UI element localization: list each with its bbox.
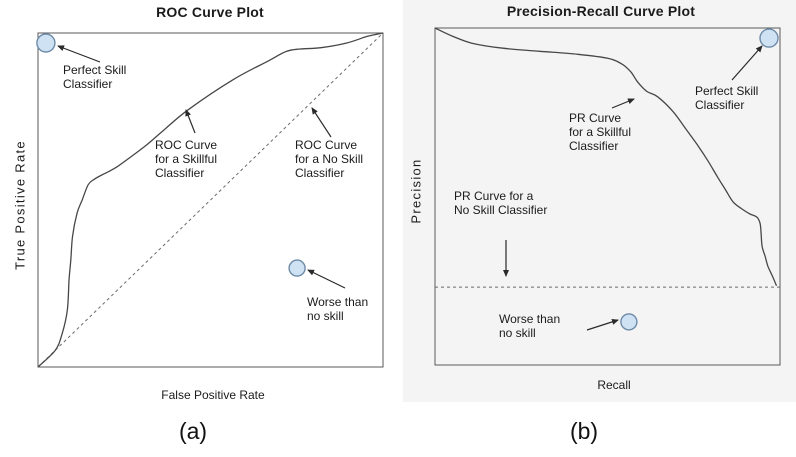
skillful-curve-label-b: PR Curve for a Skillful Classifier [569, 111, 632, 153]
perfect-skill-arrow-b [731, 45, 763, 81]
plot-b-frame [434, 27, 781, 366]
perfect-skill-label-b: Perfect Skill Classifier [695, 84, 759, 112]
plot-a-frame [37, 32, 384, 368]
panel-b-background [403, 0, 796, 402]
roc-no-skill-line [37, 32, 384, 368]
perfect-skill-marker-a [36, 33, 56, 53]
worse-marker-b [620, 313, 638, 331]
no-skill-curve-label-a: ROC Curve for a No Skill Classifier [295, 138, 364, 180]
worse-arrow-b [586, 318, 619, 331]
plot-a-ylabel: True Positive Rate [12, 140, 28, 270]
perfect-skill-marker-b [759, 28, 779, 48]
worse-label-b: Worse than no skill [499, 312, 561, 340]
skillful-curve-arrow-a [185, 109, 196, 134]
no-skill-curve-label-b: PR Curve for a No Skill Classifier [454, 189, 548, 217]
skillful-curve-arrow-b [611, 98, 635, 109]
pr-skillful-curve [434, 27, 778, 287]
plot-b-title: Precision-Recall Curve Plot [506, 3, 696, 19]
worse-label-a: Worse than no skill [307, 295, 369, 323]
perfect-skill-arrow-a [57, 45, 101, 63]
plot-a-xlabel: False Positive Rate [161, 388, 265, 402]
worse-marker-a [288, 259, 306, 277]
caption-b: (b) [569, 418, 599, 444]
plot-a-title: ROC Curve Plot [156, 4, 264, 20]
skillful-curve-label-a: ROC Curve for a Skillful Classifier [155, 138, 218, 180]
worse-arrow-a [307, 269, 346, 289]
no-skill-arrow-a [311, 107, 332, 138]
plot-b-xlabel: Recall [597, 378, 631, 392]
roc-skillful-curve [37, 32, 384, 368]
perfect-skill-label-a: Perfect Skill Classifier [63, 63, 127, 91]
plot-b-ylabel: Precision [408, 158, 424, 224]
caption-a: (a) [178, 418, 208, 444]
